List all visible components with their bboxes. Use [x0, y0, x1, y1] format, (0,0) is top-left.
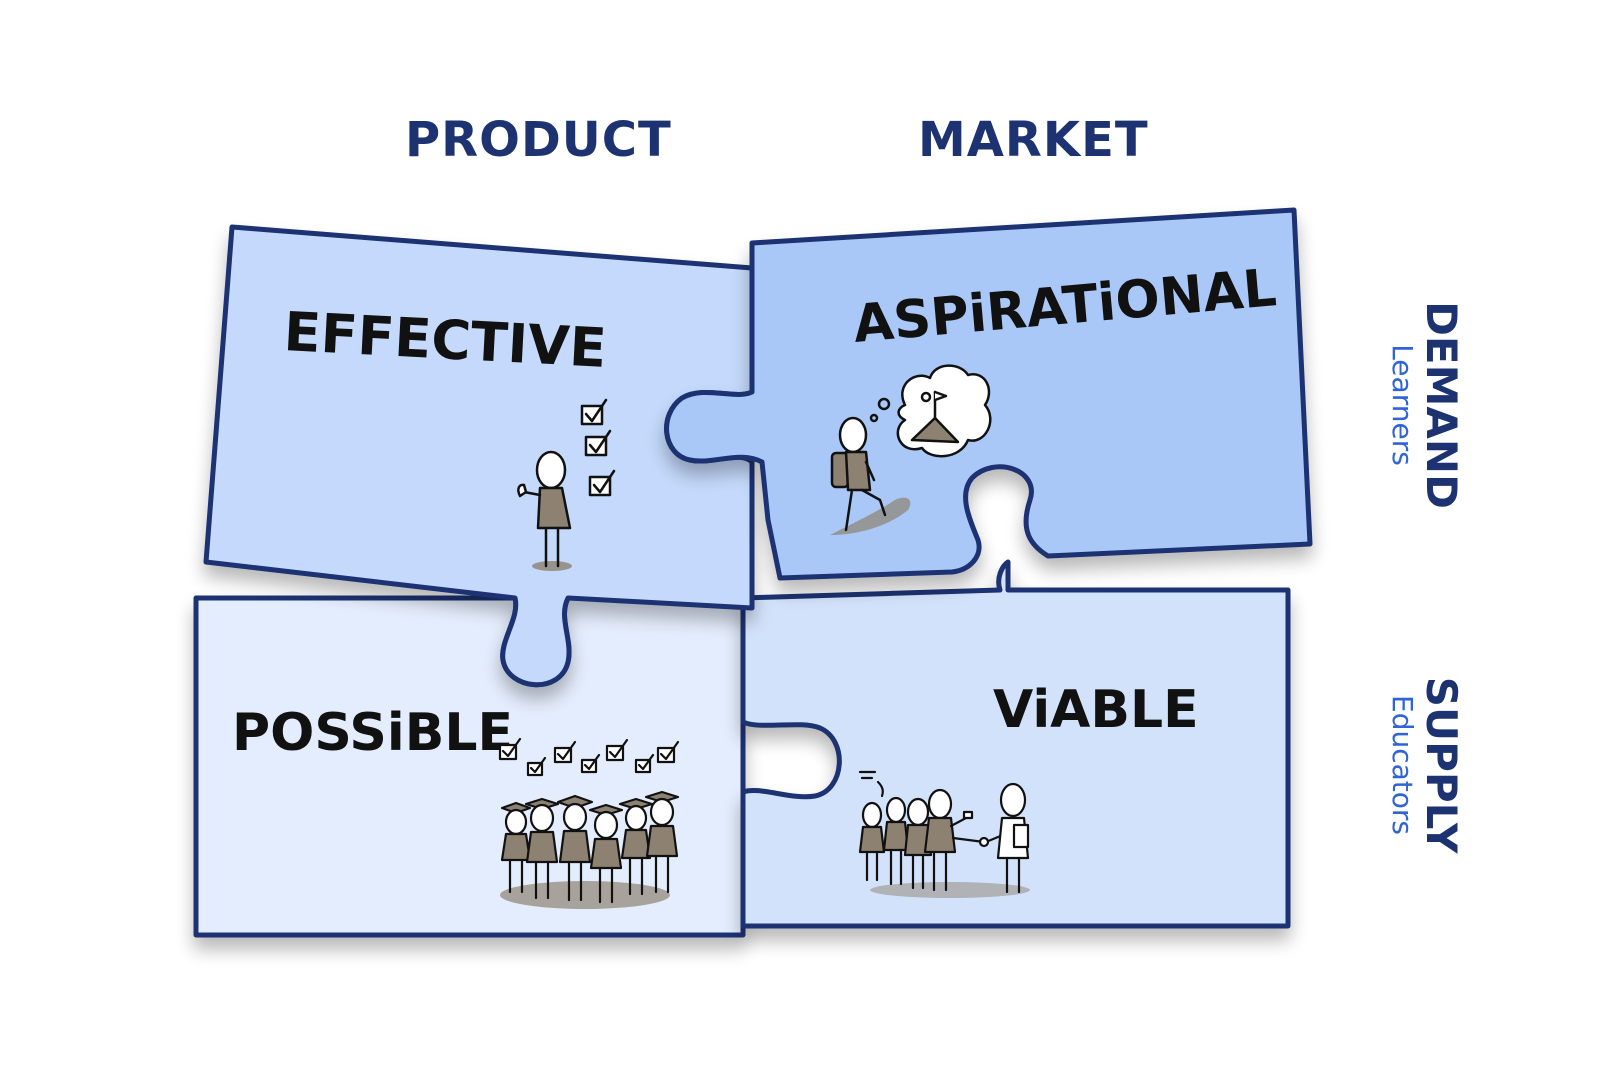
column-header-product: PRODUCT: [405, 112, 672, 168]
person-figure: [923, 788, 974, 892]
checklist-icon: [580, 398, 616, 497]
person-thumbs-up-checklist-icon: [517, 398, 616, 571]
possible-label: POSSiBLE: [232, 703, 513, 763]
graduate-figure: [644, 790, 680, 894]
graduate-figure: [524, 797, 560, 900]
checkmarks-icon: [498, 737, 680, 777]
person-with-clipboard-figure: [996, 782, 1030, 894]
person-figure: [858, 801, 886, 882]
graduate-figure: [618, 797, 654, 896]
column-header-market: MARKET: [918, 112, 1149, 168]
viable-label: ViABLE: [993, 680, 1199, 740]
piece-viable-shape: [740, 559, 1291, 929]
piece-possible-shape: [193, 595, 746, 938]
graduates-crowd-with-checkmarks-icon: [498, 737, 680, 909]
graduate-figure: [556, 794, 594, 902]
piece-possible: [193, 595, 746, 938]
graduate-figure: [500, 801, 532, 894]
people-handshake-deal-icon: [858, 770, 1030, 898]
graduate-figure: [588, 803, 624, 904]
hiker-dreaming-of-summit-icon: [830, 364, 992, 535]
piece-viable: [740, 559, 1291, 929]
